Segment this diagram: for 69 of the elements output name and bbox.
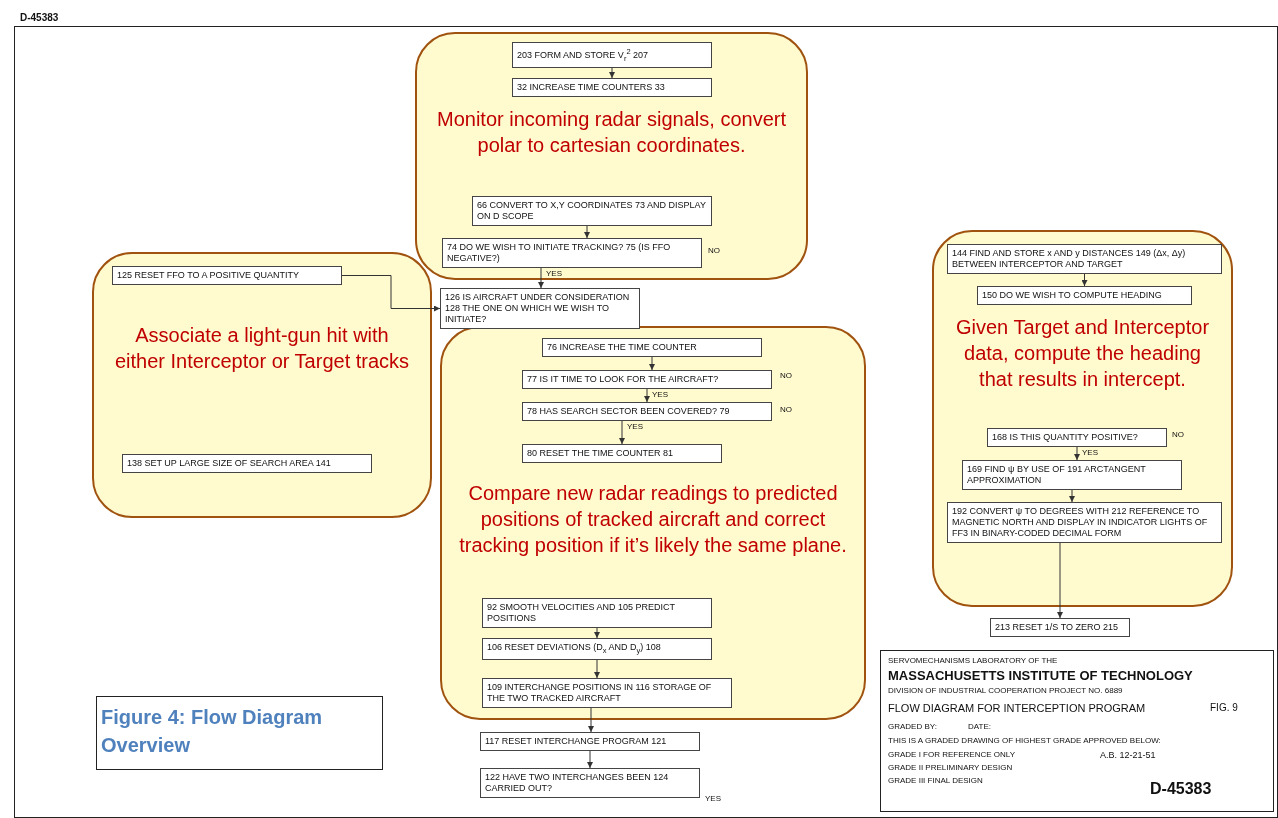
figure-caption: Figure 4: Flow Diagram Overview bbox=[96, 696, 383, 770]
arrow bbox=[1069, 489, 1075, 503]
arrow bbox=[619, 420, 625, 445]
label-text: GRADE III FINAL DESIGN bbox=[888, 776, 983, 785]
arrow bbox=[594, 659, 600, 679]
arrow bbox=[644, 388, 650, 403]
arrow bbox=[1057, 542, 1063, 619]
label-text: GRADED BY: bbox=[888, 722, 937, 731]
label-text: YES bbox=[705, 794, 721, 803]
process-box: 109 INTERCHANGE POSITIONS IN 116 STORAGE OF THE TWO TRACKED AIRCRAFT bbox=[482, 678, 732, 708]
label-text: D-45383 bbox=[1150, 780, 1212, 798]
label-text: NO bbox=[780, 405, 792, 414]
process-box: 213 RESET 1/S TO ZERO 215 bbox=[990, 618, 1130, 637]
arrow bbox=[588, 707, 594, 733]
label-text: THIS IS A GRADED DRAWING OF HIGHEST GRADE APPROVED BELOW: bbox=[888, 736, 1161, 745]
arrow bbox=[1074, 446, 1080, 461]
process-box: 144 FIND AND STORE x AND y DISTANCES 149 (Δx, Δy) BETWEEN INTERCEPTOR AND TARGET bbox=[947, 244, 1222, 274]
label-text: D-45383 bbox=[20, 12, 59, 23]
label-text: NO bbox=[1172, 430, 1184, 439]
arrow bbox=[587, 750, 593, 769]
process-box: 76 INCREASE THE TIME COUNTER bbox=[542, 338, 762, 357]
arrow bbox=[594, 627, 600, 639]
process-box: 138 SET UP LARGE SIZE OF SEARCH AREA 141 bbox=[122, 454, 372, 473]
process-box: 122 HAVE TWO INTERCHANGES BEEN 124 CARRIED OUT? bbox=[480, 768, 700, 798]
edge-label: YES bbox=[651, 390, 669, 399]
process-box: 66 CONVERT TO X,Y COORDINATES 73 AND DISPLAY ON D SCOPE bbox=[472, 196, 712, 226]
process-box: 92 SMOOTH VELOCITIES AND 105 PREDICT POSITIONS bbox=[482, 598, 712, 628]
label-text: NO bbox=[780, 371, 792, 380]
arrow bbox=[584, 225, 590, 239]
arrow bbox=[1081, 273, 1088, 287]
label-text: NO bbox=[708, 246, 720, 255]
arrow bbox=[538, 267, 544, 289]
label-text: DATE: bbox=[968, 722, 991, 731]
callout-box bbox=[415, 32, 808, 280]
label-text: A.B. 12-21-51 bbox=[1100, 750, 1156, 760]
process-box: 126 IS AIRCRAFT UNDER CONSIDERATION 128 THE ONE ON WHICH WE WISH TO INITIATE? bbox=[440, 288, 640, 329]
label-text: GRADE II PRELIMINARY DESIGN bbox=[888, 763, 1013, 772]
callout-text: Compare new radar readings to predicted positions of tracked aircraft and correct tracking position if it’s likely the same plane. bbox=[458, 481, 848, 558]
process-box: 74 DO WE WISH TO INITIATE TRACKING? 75 (IS FFO NEGATIVE?) bbox=[442, 238, 702, 268]
label-text: DIVISION OF INDUSTRIAL COOPERATION PROJECT NO. 6889 bbox=[888, 686, 1123, 695]
process-box: 106 RESET DEVIATIONS (D$_{x}$ AND D$_{y}$) 108 bbox=[482, 638, 712, 660]
label-text: FIG. 9 bbox=[1210, 702, 1238, 713]
process-box: 168 IS THIS QUANTITY POSITIVE? bbox=[987, 428, 1167, 447]
process-box: 169 FIND ψ BY USE OF 191 ARCTANGENT APPROXIMATION bbox=[962, 460, 1182, 490]
label-text: SERVOMECHANISMS LABORATORY OF THE bbox=[888, 656, 1058, 665]
edge-label: YES bbox=[626, 422, 644, 431]
process-box: 32 INCREASE TIME COUNTERS 33 bbox=[512, 78, 712, 97]
arrow bbox=[609, 67, 615, 79]
label-text: MASSACHUSETTS INSTITUTE OF TECHNOLOGY bbox=[888, 668, 1193, 683]
callout-box bbox=[92, 252, 432, 518]
arrow bbox=[341, 275, 441, 312]
label-text: GRADE I FOR REFERENCE ONLY bbox=[888, 750, 1015, 759]
process-box: 125 RESET FFO TO A POSITIVE QUANTITY bbox=[112, 266, 342, 285]
process-box: 117 RESET INTERCHANGE PROGRAM 121 bbox=[480, 732, 700, 751]
process-box: 150 DO WE WISH TO COMPUTE HEADING bbox=[977, 286, 1192, 305]
process-box: 77 IS IT TIME TO LOOK FOR THE AIRCRAFT? bbox=[522, 370, 772, 389]
callout-text: Given Target and Interceptor data, compute the heading that results in intercept. bbox=[954, 315, 1211, 392]
edge-label: YES bbox=[1081, 448, 1099, 457]
edge-label: YES bbox=[545, 269, 563, 278]
process-box: 203 FORM AND STORE V$_{r}$$^{2}$ 207 bbox=[512, 42, 712, 68]
callout-box bbox=[932, 230, 1233, 607]
process-box: 192 CONVERT ψ TO DEGREES WITH 212 REFERENCE TO MAGNETIC NORTH AND DISPLAY IN INDICATOR LIGHTS OF FF3 IN BINARY-CODED DECIMAL FORM bbox=[947, 502, 1222, 543]
callout-text: Monitor incoming radar signals, convert polar to cartesian coordinates. bbox=[435, 107, 787, 158]
process-box: 80 RESET THE TIME COUNTER 81 bbox=[522, 444, 722, 463]
label-text: FLOW DIAGRAM FOR INTERCEPTION PROGRAM bbox=[888, 702, 1146, 714]
callout-box bbox=[440, 326, 866, 720]
arrow bbox=[649, 356, 655, 371]
process-box: 78 HAS SEARCH SECTOR BEEN COVERED? 79 bbox=[522, 402, 772, 421]
callout-text: Associate a light-gun hit with either Interceptor or Target tracks bbox=[113, 323, 411, 374]
